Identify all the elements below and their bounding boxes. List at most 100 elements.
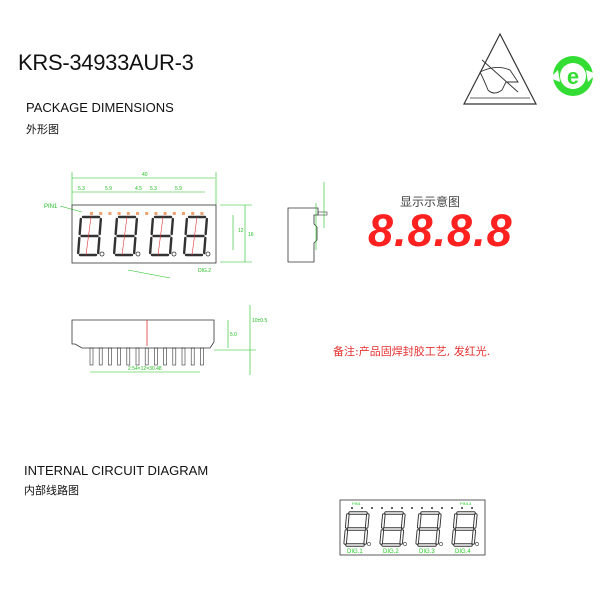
decimal-point <box>99 251 105 257</box>
decimal-point <box>135 251 141 257</box>
esd-warning-icon <box>463 32 537 105</box>
segment <box>150 217 155 236</box>
bottom-total-label: 10±0.5 <box>252 318 267 324</box>
pin-dot <box>471 507 473 509</box>
segment <box>168 236 173 255</box>
bottom-height-label: 5.0 <box>230 332 237 338</box>
pitch-label: 5.3 <box>78 186 85 192</box>
circuit-pin1-label: PIN1 <box>352 501 362 506</box>
pitch-label: 5.9 <box>105 186 112 192</box>
pin-pad <box>200 212 204 215</box>
decimal-point <box>439 542 443 546</box>
decimal-point <box>367 542 371 546</box>
segment <box>472 530 476 544</box>
pin <box>163 347 167 366</box>
segment <box>381 514 385 528</box>
segment <box>365 514 369 528</box>
pin <box>98 347 103 366</box>
pin-pad <box>136 212 139 215</box>
pin-dot <box>411 507 413 509</box>
seven-segment-digit <box>76 215 105 257</box>
segment <box>148 236 153 255</box>
seven-segment-digit <box>452 512 477 546</box>
digit-label: DIG.2 <box>383 549 399 555</box>
segment <box>380 530 384 544</box>
segment <box>78 217 83 236</box>
pin-span-label: 2.54×12=30.48 <box>128 366 162 372</box>
digit-label: DIG.1 <box>347 549 363 555</box>
pin-pad <box>145 212 149 215</box>
segment <box>96 236 101 255</box>
segment <box>473 514 477 528</box>
pin-pad <box>126 212 130 215</box>
internal-circuit-heading: INTERNAL CIRCUIT DIAGRAM <box>24 463 209 478</box>
segment <box>436 530 440 544</box>
segment <box>452 530 456 544</box>
pin-dot <box>381 507 383 509</box>
pin-dot <box>361 507 363 509</box>
segment <box>170 217 175 236</box>
pin-dot <box>401 507 403 509</box>
pin <box>172 347 177 366</box>
pin <box>144 347 149 366</box>
segment <box>184 217 189 236</box>
pin <box>126 347 131 366</box>
internal-circuit-heading-cn: 内部线路图 <box>24 484 79 497</box>
pin <box>108 347 112 366</box>
package-dimensions-heading-cn: 外形图 <box>26 123 59 136</box>
svg-text:e: e <box>567 64 579 89</box>
decimal-point <box>205 251 211 257</box>
pin-pad <box>108 212 112 215</box>
pin-pad <box>99 212 103 215</box>
seven-segment-digit <box>344 512 369 546</box>
seven-segment-digit <box>380 512 405 546</box>
pin-pad <box>191 212 195 215</box>
segment <box>344 530 348 544</box>
dimension-lines <box>71 172 252 279</box>
pin <box>89 347 94 366</box>
pin-pad <box>172 212 176 215</box>
pin-dot <box>371 507 373 509</box>
pin-pad <box>117 212 121 215</box>
overall-width-label: 40 <box>142 172 148 178</box>
segment <box>364 530 368 544</box>
seven-segment-digit <box>416 512 441 546</box>
pin-pad <box>163 212 167 215</box>
pin-dot <box>351 507 353 509</box>
height-label-16: 16 <box>248 232 254 238</box>
display-preview-label: 显示示意图 <box>400 195 461 209</box>
segment <box>98 217 103 236</box>
pin <box>181 347 186 366</box>
part-number-title: KRS-34933AUR-3 <box>18 50 194 75</box>
height-label-12: 12 <box>238 228 244 234</box>
decimal-point <box>475 542 479 546</box>
seven-segment-digit <box>148 215 177 257</box>
pin <box>190 347 195 366</box>
segment <box>76 236 81 255</box>
rohs-e-recycle-icon: e <box>550 56 596 96</box>
pin-pad <box>154 212 158 215</box>
pin <box>200 347 204 366</box>
front-view-body <box>71 204 217 264</box>
segment <box>401 514 405 528</box>
segment <box>182 236 187 255</box>
seven-segment-digit <box>182 215 211 257</box>
pin-dot <box>461 507 463 509</box>
pin <box>117 347 121 366</box>
segment <box>114 217 119 236</box>
segment <box>416 530 420 544</box>
segment <box>204 217 209 236</box>
segment <box>400 530 404 544</box>
pin-dot <box>431 507 433 509</box>
segment <box>345 514 349 528</box>
pitch-label: 4.5 <box>135 186 142 192</box>
pin1-label: PIN1 <box>44 204 58 210</box>
segment <box>437 514 441 528</box>
pin <box>135 347 140 366</box>
pin <box>154 347 158 366</box>
seven-segment-digit <box>112 215 141 257</box>
segment <box>134 217 139 236</box>
segment <box>453 514 457 528</box>
